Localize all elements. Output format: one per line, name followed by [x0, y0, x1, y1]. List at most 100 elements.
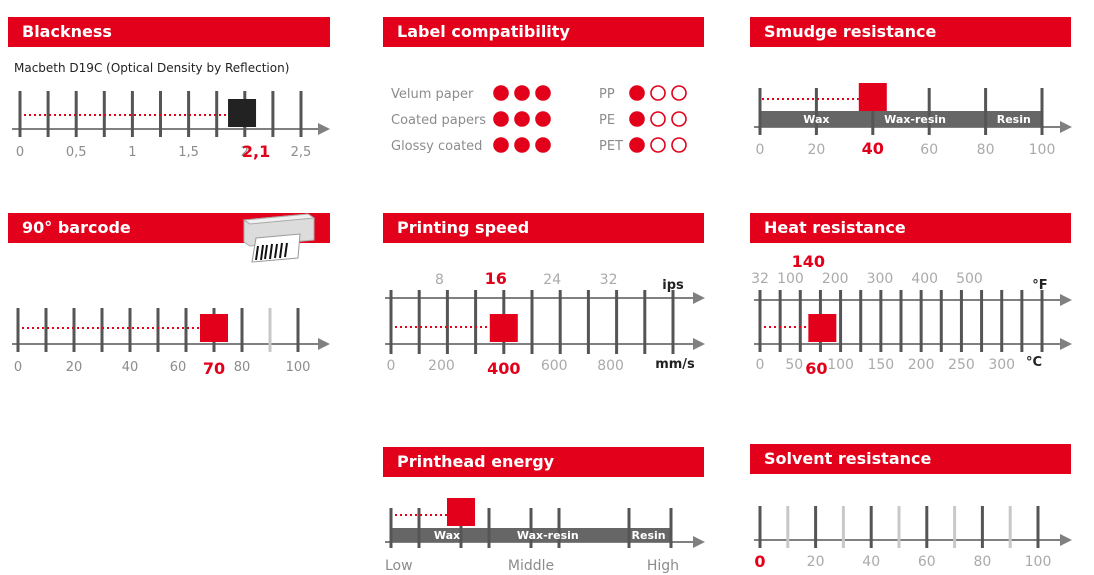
blackness-tick-label: 2,5	[291, 145, 312, 160]
speed-mms-tick-label: 200	[428, 358, 455, 374]
rating-dot-filled	[493, 137, 509, 153]
barcode-value-label: 70	[203, 359, 225, 378]
label-compat-row-name: PE	[599, 113, 615, 128]
solvent-tick-label: 100	[1025, 554, 1052, 570]
blackness-tick-label: 0,5	[66, 145, 87, 160]
smudge-value-label: 40	[862, 139, 884, 158]
rating-dot-filled	[629, 137, 645, 153]
heat-f-value-label: 140	[792, 252, 825, 271]
rating-dot-empty	[671, 111, 687, 127]
rating-dot-filled	[514, 137, 530, 153]
rating-dot-filled	[493, 85, 509, 101]
speed-mms-tick-label: 600	[541, 358, 568, 374]
barcode-tick-label: 40	[122, 360, 139, 375]
heat-c-tick-label: 250	[948, 357, 975, 373]
rating-dot-filled	[514, 85, 530, 101]
smudge-tick-label: 60	[920, 142, 938, 158]
rating-dot-empty	[650, 85, 666, 101]
heat-c-tick-label: 50	[785, 357, 803, 373]
smudge-tick-label: 0	[756, 142, 765, 158]
solvent-axis-arrow	[1060, 534, 1072, 546]
smudge-band	[760, 111, 1042, 127]
heat-c-tick-label: 100	[827, 357, 854, 373]
printing-speed-header: Printing speed	[383, 213, 704, 243]
rating-dot-filled	[535, 111, 551, 127]
heat-c-tick-label: 0	[756, 357, 765, 373]
energy-tick-label: Low	[385, 558, 413, 574]
blackness-tick-label: 0	[16, 145, 24, 160]
blackness-chart: Macbeth D19C (Optical Density by Reflect…	[12, 61, 330, 161]
speed-ips-value-label: 16	[485, 269, 507, 288]
solvent-value-label: 0	[754, 552, 765, 571]
blackness-axis-arrow	[318, 123, 330, 135]
heat-f-tick-label: 500	[956, 271, 983, 287]
barcode-printer-icon	[242, 213, 316, 263]
heat-bottom-axis-arrow	[1060, 338, 1072, 350]
rating-dot-filled	[629, 85, 645, 101]
smudge-tick-label: 80	[977, 142, 995, 158]
speed-ips-unit: ips	[662, 278, 684, 293]
rating-dot-filled	[535, 85, 551, 101]
speed-top-axis-arrow	[693, 292, 705, 304]
energy-band-label: Resin	[632, 529, 666, 542]
heat-f-tick-label: 32	[751, 271, 769, 287]
barcode-value-marker	[200, 314, 228, 342]
heat-f-tick-label: 400	[911, 271, 938, 287]
speed-ips-tick-label: 24	[543, 272, 561, 288]
energy-tick-label: High	[647, 558, 679, 574]
heat-f-tick-label: 200	[822, 271, 849, 287]
rating-dot-empty	[671, 137, 687, 153]
label-compatibility-header: Label compatibility	[383, 17, 704, 47]
energy-band-label: Wax	[434, 529, 460, 542]
smudge-value-marker	[858, 83, 887, 111]
heat-f-unit: °F	[1032, 278, 1047, 293]
heat-c-tick-label: 150	[867, 357, 894, 373]
energy-value-marker	[447, 498, 475, 526]
solvent-tick-label: 20	[807, 554, 825, 570]
label-compat-row-name: PP	[599, 87, 615, 102]
speed-ips-tick-label: 8	[435, 272, 444, 288]
solvent-tick-label: 80	[973, 554, 991, 570]
energy-band-label: Wax-resin	[517, 529, 579, 542]
heat-value-marker	[808, 314, 837, 342]
rating-dot-empty	[650, 137, 666, 153]
speed-mms-unit: mm/s	[655, 357, 695, 372]
speed-bottom-axis-arrow	[693, 338, 705, 350]
smudge-band-label: Wax	[803, 113, 829, 126]
barcode-tick-label: 0	[14, 360, 22, 375]
rating-dot-empty	[671, 85, 687, 101]
heat-f-tick-label: 100	[777, 271, 804, 287]
heat-f-tick-label: 300	[867, 271, 894, 287]
heat-c-unit: °C	[1026, 355, 1042, 370]
heat-c-value-label: 60	[805, 359, 827, 378]
speed-mms-tick-label: 0	[387, 358, 396, 374]
blackness-header: Blackness	[8, 17, 330, 47]
smudge-tick-label: 100	[1029, 142, 1056, 158]
blackness-value-label: 2,1	[242, 142, 270, 161]
blackness-value-marker	[228, 99, 257, 127]
smudge-band-label: Resin	[997, 113, 1031, 126]
rating-dot-filled	[493, 111, 509, 127]
barcode-tick-label: 80	[234, 360, 251, 375]
speed-mms-value-label: 400	[487, 359, 520, 378]
barcode-axis-arrow	[318, 338, 330, 350]
blackness-tick-label: 1	[128, 145, 136, 160]
speed-value-marker	[489, 314, 518, 342]
energy-axis-arrow	[693, 536, 705, 548]
heat-resistance-header: Heat resistance	[750, 213, 1071, 243]
solvent-tick-label: 40	[862, 554, 880, 570]
smudge-resistance-header: Smudge resistance	[750, 17, 1071, 47]
label-compat-row-name: Glossy coated	[391, 139, 482, 154]
speed-ips-tick-label: 32	[600, 272, 618, 288]
label-compat-row-name: Velum paper	[391, 87, 474, 102]
label-compat-row-name: PET	[599, 139, 623, 154]
heat-c-tick-label: 200	[908, 357, 935, 373]
blackness-tick-label: 1,5	[178, 145, 199, 160]
